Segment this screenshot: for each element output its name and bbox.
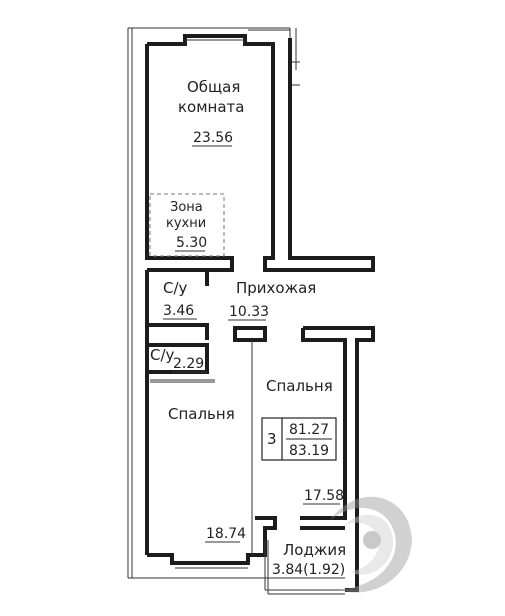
kitchen-zone-area: 5.30 <box>176 235 207 251</box>
bedroom-2-area: 17.58 <box>304 488 344 504</box>
watermark-logo <box>330 496 412 593</box>
living-room-title-1: Общая <box>187 78 240 96</box>
bedroom-1-title: Спальня <box>168 405 235 423</box>
walls <box>145 34 375 592</box>
loggia-title: Лоджия <box>283 541 346 559</box>
bathroom-2-area: 2.29 <box>173 356 204 372</box>
summary-box <box>261 417 337 461</box>
kitchen-zone-title-1: Зона <box>170 200 203 215</box>
bedroom-2-title: Спальня <box>266 377 333 395</box>
hallway-title: Прихожая <box>236 279 316 297</box>
bathroom-1-title: С/у <box>163 279 188 297</box>
interior-thin-lines <box>150 39 345 595</box>
kitchen-zone-outline <box>149 193 225 257</box>
summary-rooms-count: 3 <box>267 430 277 448</box>
hallway-area: 10.33 <box>229 304 269 320</box>
living-room-title-2: комната <box>178 98 244 116</box>
bedroom-1-area: 18.74 <box>206 526 246 542</box>
kitchen-zone-title-2: кухни <box>166 216 206 231</box>
summary-living-area: 81.27 <box>289 422 329 438</box>
bathroom-2-title: С/у <box>150 346 175 364</box>
living-room-area: 23.56 <box>193 130 233 146</box>
area-underlines <box>163 145 340 543</box>
summary-total-area: 83.19 <box>289 443 329 459</box>
loggia-area: 3.84(1.92) <box>272 562 345 578</box>
bathroom-1-area: 3.46 <box>163 303 194 319</box>
